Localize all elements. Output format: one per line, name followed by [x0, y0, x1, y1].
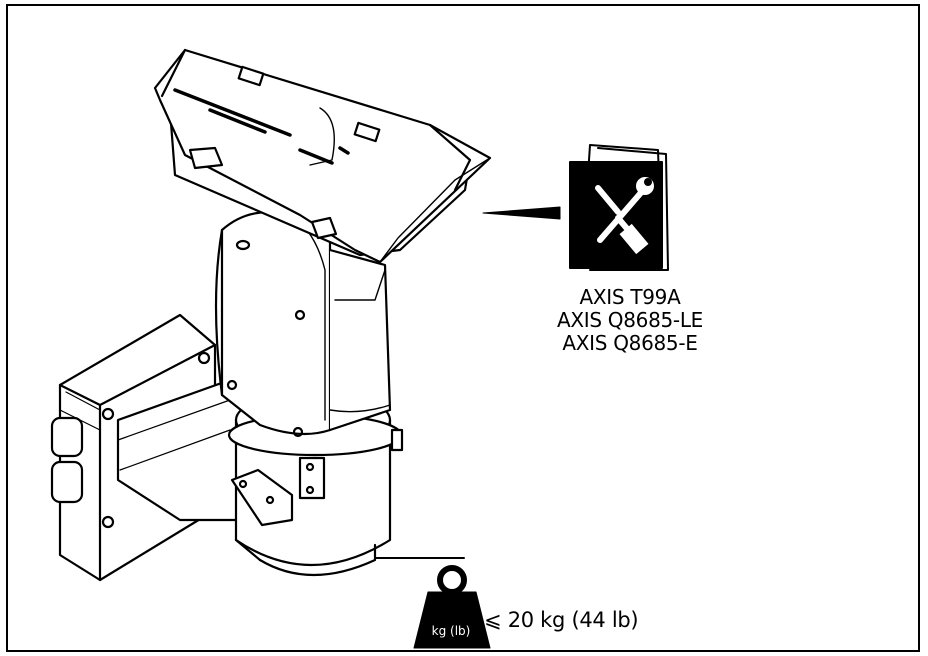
less-equal-symbol: ⩽	[484, 608, 502, 632]
model-list: AXIS T99A AXIS Q8685-LE AXIS Q8685-E	[520, 285, 740, 355]
model-name: AXIS Q8685-LE	[556, 308, 704, 332]
figure-frame	[6, 4, 920, 652]
pointer-line	[482, 206, 561, 220]
weight-icon-label: kg (lb)	[431, 624, 471, 638]
model-name: AXIS T99A	[579, 285, 681, 309]
tilt-arm	[214, 211, 392, 438]
weight-limit-value: 20 kg (44 lb)	[507, 608, 639, 632]
manual-tools-icon	[569, 144, 669, 271]
weight-icon	[375, 557, 491, 649]
weight-limit: ⩽ 20 kg (44 lb)	[484, 608, 639, 632]
camera-housing	[153, 48, 492, 264]
model-name: AXIS Q8685-E	[562, 331, 698, 355]
